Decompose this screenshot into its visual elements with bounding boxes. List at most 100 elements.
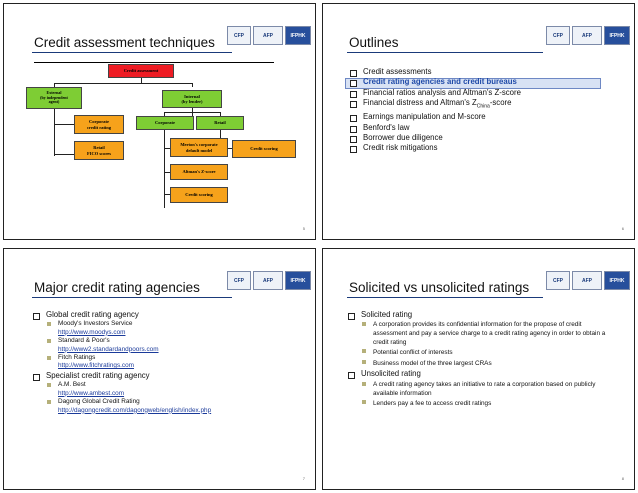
cfp-logo: CFP (546, 26, 570, 45)
ifphk-logo: IFPHK (285, 271, 311, 290)
afp-logo: AFP (253, 271, 283, 290)
diagram-node-retail-fico: Retail FICO scores (74, 141, 124, 160)
logo-group: CFP AFP IFPHK (227, 26, 311, 45)
agency-link[interactable]: http://dagongcredit.com/dagongweb/englis… (58, 406, 212, 414)
diagram-node-credit-scoring-right: Credit scoring (232, 140, 296, 158)
title-rule (32, 52, 232, 53)
connector (164, 112, 220, 113)
title-rule (32, 297, 232, 298)
slide-credit-assessment: Credit assessment techniques CFP AFP IFP… (3, 3, 316, 240)
connector (54, 83, 192, 84)
rating-type-list: Solicited rating A corporation provides … (347, 310, 617, 410)
logo-group: CFP AFP IFPHK (227, 271, 311, 290)
agency-link[interactable]: http://www.moodys.com (58, 328, 126, 336)
slide-title: Credit assessment techniques (34, 35, 215, 50)
agency-name: Moody's Investors Service (58, 320, 133, 328)
outline-item-current: Credit rating agencies and credit bureau… (349, 77, 521, 88)
diagram-node-credit-scoring-left: Credit scoring (170, 187, 228, 203)
sub-point: A credit rating agency takes an initiati… (361, 380, 617, 398)
logo-group: CFP AFP IFPHK (546, 271, 630, 290)
connector (220, 112, 221, 116)
agency-link[interactable]: http://www.fitchratings.com (58, 362, 135, 370)
outline-list: Credit assessments Credit rating agencie… (349, 67, 521, 154)
slide-outlines: Outlines CFP AFP IFPHK Credit assessment… (322, 3, 635, 240)
afp-logo: AFP (572, 271, 602, 290)
outline-item: Financial ratios analysis and Altman's Z… (349, 88, 521, 99)
cfp-logo: CFP (227, 271, 251, 290)
connector (54, 124, 74, 125)
outline-item: Financial distress and Altman's ZChina-s… (349, 98, 521, 112)
ifphk-logo: IFPHK (604, 271, 630, 290)
sub-point: Potential conflict of interests (361, 347, 617, 358)
bullet-label: Global credit rating agency (46, 310, 139, 319)
connector (54, 154, 74, 155)
solicited-points: A corporation provides its confidential … (361, 320, 617, 369)
connector (164, 172, 170, 173)
sub-point: Lenders pay a fee to access credit ratin… (361, 398, 617, 410)
sub-point: A corporation provides its confidential … (361, 320, 617, 347)
connector (164, 112, 165, 116)
diagram-node-corporate-rating: Corporate credit rating (74, 115, 124, 134)
sub-point: Business model of the three largest CRAs (361, 358, 617, 369)
outline-item-text: Financial distress and Altman's Z (363, 98, 477, 108)
current-section-highlight (345, 78, 601, 89)
afp-logo: AFP (253, 26, 283, 45)
agency-link[interactable]: http://www.ambest.com (58, 389, 125, 397)
diagram-node-external: External (by independent agent) (26, 87, 82, 109)
page-number: 6 (621, 226, 624, 231)
agency-name: Fitch Ratings (58, 354, 96, 362)
connector (164, 130, 165, 208)
connector (54, 109, 55, 156)
agency-name: Dagong Global Credit Rating (58, 398, 140, 406)
diagram-node-merton: Merton's corporate default model (170, 138, 228, 157)
connector (192, 83, 193, 87)
bullet-unsolicited: Unsolicited rating A credit rating agenc… (347, 369, 617, 409)
unsolicited-points: A credit rating agency takes an initiati… (361, 380, 617, 410)
diagram-node-corporate: Corporate (136, 116, 194, 130)
slide-title: Outlines (349, 35, 399, 50)
connector (141, 78, 142, 83)
cfp-logo: CFP (227, 26, 251, 45)
connector (164, 194, 170, 195)
bullet-label: Solicited rating (361, 310, 413, 319)
outline-item: Credit risk mitigations (349, 143, 521, 154)
title-rule (347, 52, 543, 53)
afp-logo: AFP (572, 26, 602, 45)
slide-solicited-unsolicited: Solicited vs unsolicited ratings CFP AFP… (322, 248, 635, 490)
page-number: 7 (302, 476, 305, 481)
title-rule (347, 297, 543, 298)
slide-title: Solicited vs unsolicited ratings (349, 280, 530, 295)
connector (164, 148, 170, 149)
page-number: 5 (302, 226, 305, 231)
connector (34, 62, 274, 63)
diagram-node-internal: Internal (by lender) (162, 90, 222, 108)
ifphk-logo: IFPHK (285, 26, 311, 45)
agency-name: Standard & Poor's (58, 337, 110, 345)
page-number: 8 (621, 476, 624, 481)
ifphk-logo: IFPHK (604, 26, 630, 45)
bullet-label: Specialist credit rating agency (46, 371, 150, 381)
diagram-node-altman: Altman's Z-score (170, 164, 228, 180)
outline-item: Earnings manipulation and M-score (349, 112, 521, 123)
agency-name: A.M. Best (58, 381, 86, 389)
outline-item: Credit assessments (349, 67, 521, 78)
outline-item: Borrower due diligence (349, 133, 521, 144)
connector (54, 83, 55, 87)
bullet-global: Global credit rating agency Moody's Inve… (32, 310, 211, 371)
outline-item-subscript: China (476, 103, 490, 110)
diagram-node-retail: Retail (196, 116, 244, 130)
outline-item-text: -score (489, 98, 512, 108)
diagram-node-root: Credit assessment (108, 64, 174, 78)
logo-group: CFP AFP IFPHK (546, 26, 630, 45)
agency-list: Global credit rating agency Moody's Inve… (32, 310, 211, 415)
agency-link[interactable]: http://www2.standardandpoors.com (58, 345, 159, 353)
outline-item: Benford's law (349, 123, 521, 133)
bullet-label: Unsolicited rating (361, 369, 421, 379)
